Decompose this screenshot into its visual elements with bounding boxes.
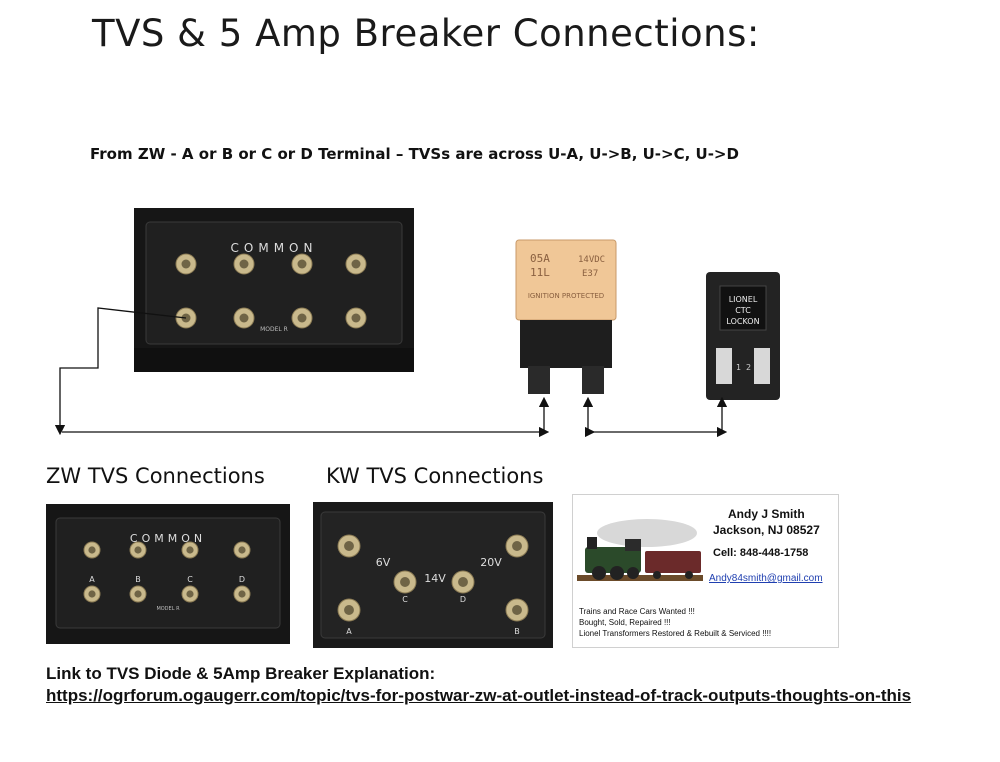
main-top-post-1 bbox=[175, 253, 197, 275]
main-bottom-post-2 bbox=[233, 307, 255, 329]
zw-heading: ZW TVS Connections bbox=[46, 464, 265, 488]
zw-top-post-3 bbox=[181, 541, 199, 559]
breaker-right2: E37 bbox=[582, 269, 598, 279]
zw-terminal-b: B bbox=[135, 575, 141, 584]
lockon-pin1: 1 bbox=[736, 363, 741, 372]
kw-post-top-left bbox=[337, 534, 361, 558]
kw-terminal-a: A bbox=[346, 627, 352, 636]
kw-volt-20v: 20V bbox=[480, 556, 502, 569]
card-line1: Trains and Race Cars Wanted !!! bbox=[579, 607, 695, 616]
kw-terminal-d: D bbox=[460, 595, 466, 604]
breaker-photo: 05A 11L 14VDC E37 IGNITION PROTECTED bbox=[515, 239, 617, 394]
explanation-link[interactable]: https://ogrforum.ogaugerr.com/topic/tvs-… bbox=[46, 686, 912, 705]
zw-bottom-post-1 bbox=[83, 585, 101, 603]
card-line3: Lionel Transformers Restored & Rebuilt &… bbox=[579, 629, 772, 638]
breaker-bottom: IGNITION PROTECTED bbox=[528, 292, 604, 300]
zw-tvs-photo: COMMON A B C D MODEL R bbox=[46, 504, 290, 644]
link-label: Link to TVS Diode & 5Amp Breaker Explana… bbox=[46, 664, 436, 683]
kw-terminal-b: B bbox=[514, 627, 520, 636]
kw-post-bottom-left bbox=[337, 598, 361, 622]
zw-bottom-post-2 bbox=[129, 585, 147, 603]
zw-terminal-d: D bbox=[239, 575, 245, 584]
lockon-photo: LIONEL CTC LOCKON 1 2 bbox=[706, 272, 780, 400]
zw-bottom-post-4 bbox=[233, 585, 251, 603]
common-label: COMMON bbox=[231, 241, 318, 255]
kw-tvs-photo: 6V 14V 20V A C D B bbox=[313, 502, 553, 648]
breaker-right1: 14VDC bbox=[578, 255, 605, 265]
main-top-post-3 bbox=[291, 253, 313, 275]
zw-bottom-post-3 bbox=[181, 585, 199, 603]
card-email[interactable]: Andy84smith@gmail.com bbox=[709, 573, 823, 584]
kw-volt-14v: 14V bbox=[424, 572, 446, 585]
kw-post-mid-right bbox=[451, 570, 475, 594]
kw-post-top-right bbox=[505, 534, 529, 558]
business-card: Andy J Smith Jackson, NJ 08527 Cell: 848… bbox=[572, 494, 839, 648]
main-bottom-post-3 bbox=[291, 307, 313, 329]
wire-terminal-down bbox=[54, 307, 187, 436]
zw-top-post-4 bbox=[233, 541, 251, 559]
lockon-line2: CTC bbox=[735, 306, 751, 315]
train-image bbox=[577, 519, 703, 581]
model-label: MODEL R bbox=[260, 326, 288, 333]
card-name: Andy J Smith bbox=[728, 507, 805, 521]
kw-post-bottom-right bbox=[505, 598, 529, 622]
breaker-line2: 11L bbox=[530, 266, 550, 279]
card-cell: Cell: 848-448-1758 bbox=[713, 547, 809, 559]
kw-post-mid-left bbox=[393, 570, 417, 594]
connection-subtitle: From ZW - A or B or C or D Terminal – TV… bbox=[90, 145, 739, 163]
main-top-post-4 bbox=[345, 253, 367, 275]
zw-top-post-2 bbox=[129, 541, 147, 559]
lockon-pin2: 2 bbox=[746, 363, 751, 372]
page-title: TVS & 5 Amp Breaker Connections: bbox=[92, 12, 760, 55]
zw-terminal-photo: COMMON MODEL R bbox=[134, 208, 414, 372]
zw-terminal-a: A bbox=[89, 575, 95, 584]
kw-terminal-c: C bbox=[402, 595, 408, 604]
lockon-line1: LIONEL bbox=[729, 295, 758, 304]
card-city: Jackson, NJ 08527 bbox=[713, 523, 820, 537]
kw-volt-6v: 6V bbox=[376, 556, 391, 569]
zw-common-label: COMMON bbox=[130, 532, 206, 545]
zw-terminal-c: C bbox=[187, 575, 193, 584]
lockon-line3: LOCKON bbox=[726, 317, 759, 326]
zw-model-label: MODEL R bbox=[156, 606, 180, 612]
zw-top-post-1 bbox=[83, 541, 101, 559]
wiring-diagram bbox=[54, 307, 728, 438]
kw-heading: KW TVS Connections bbox=[326, 464, 544, 488]
main-bottom-post-4 bbox=[345, 307, 367, 329]
card-line2: Bought, Sold, Repaired !!! bbox=[579, 618, 671, 627]
main-top-post-2 bbox=[233, 253, 255, 275]
breaker-line1: 05A bbox=[530, 252, 550, 265]
